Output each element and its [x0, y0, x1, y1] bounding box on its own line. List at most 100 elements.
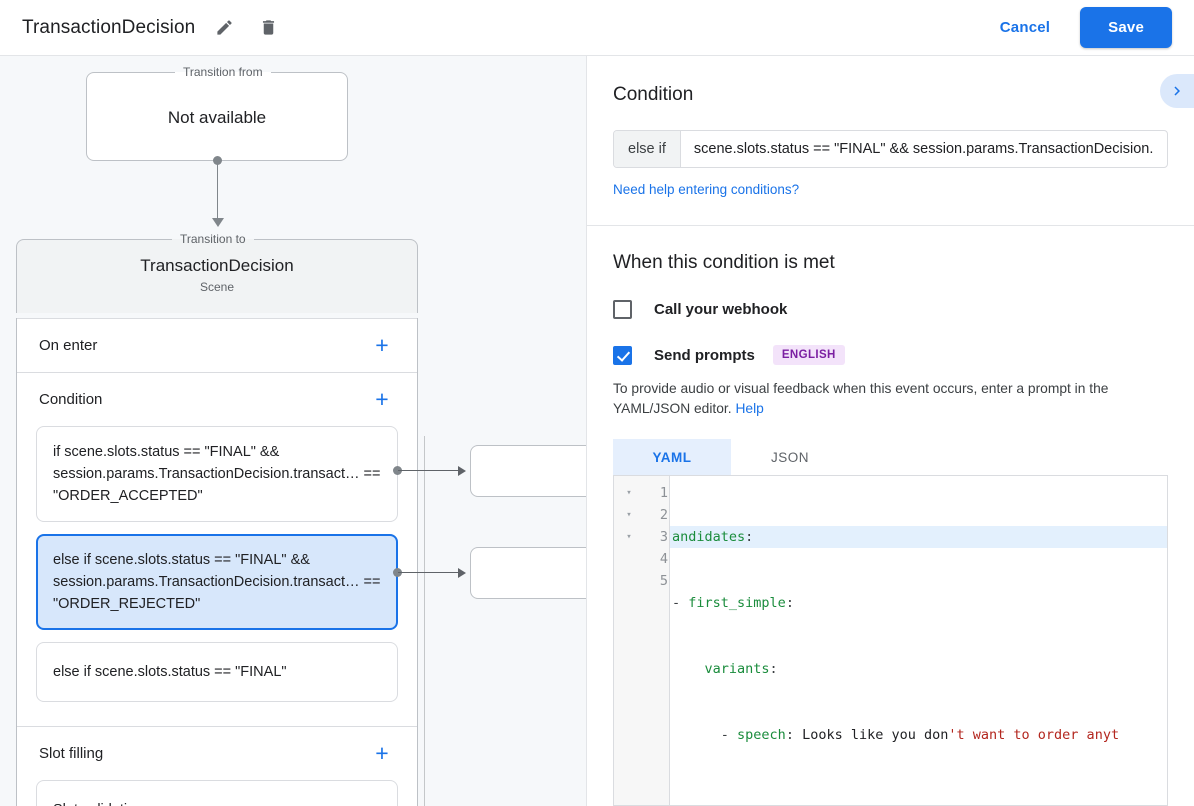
slot-filling-card-list: Slot validation: [17, 780, 417, 806]
call-webhook-label: Call your webhook: [654, 301, 788, 318]
yaml-code-editor[interactable]: ▾ ▾ ▾ 1 2 3 4 5 andidates: - first_simpl…: [613, 476, 1168, 806]
add-slot-filling-icon[interactable]: +: [375, 740, 389, 766]
code-punc: :: [785, 727, 803, 743]
code-key: andidates: [672, 529, 746, 545]
transition-to-box: Transition to TransactionDecision Scene: [16, 232, 418, 313]
line-number: 5: [659, 573, 668, 589]
topbar-actions: Cancel Save: [984, 7, 1172, 48]
branch-arrowhead-accepted: [458, 466, 466, 476]
line-number: 1: [659, 485, 668, 501]
target-box-accepted[interactable]: [470, 445, 586, 497]
code-line: andidates:: [670, 526, 1167, 548]
prompts-helper-sentence: To provide audio or visual feedback when…: [613, 381, 1109, 416]
scene-type: Scene: [199, 280, 235, 294]
section-slot-filling-label: Slot filling: [39, 745, 104, 762]
scene-name: TransactionDecision: [140, 256, 294, 275]
code-punc: :: [785, 595, 794, 611]
fold-gutter: ▾ ▾ ▾: [614, 476, 644, 805]
prompts-helper-text: To provide audio or visual feedback when…: [613, 379, 1168, 419]
code-plain: Looks like you don: [802, 727, 949, 743]
code-key: speech: [737, 727, 786, 743]
send-prompts-checkbox[interactable]: [613, 345, 632, 365]
line-number-gutter: 1 2 3 4 5: [644, 476, 670, 805]
slot-validation-card[interactable]: Slot validation: [36, 780, 398, 806]
condition-card-list: if scene.slots.status == "FINAL" && sess…: [17, 426, 417, 726]
when-condition-met-section: When this condition is met Call your web…: [587, 226, 1194, 806]
pencil-icon-glyph: [217, 20, 232, 35]
send-prompts-label: Send prompts: [654, 346, 755, 364]
code-indent: -: [672, 727, 738, 743]
save-button[interactable]: Save: [1080, 7, 1172, 48]
condition-card-selected[interactable]: else if scene.slots.status == "FINAL" &&…: [36, 534, 398, 630]
tab-yaml[interactable]: YAML: [613, 439, 731, 475]
condition-heading: Condition: [613, 84, 694, 105]
chevron-right-icon[interactable]: [1160, 74, 1194, 108]
code-line: - speech: Looks like you don't want to o…: [670, 724, 1167, 746]
line-number: 3: [659, 529, 668, 545]
trash-icon-glyph: [262, 20, 274, 35]
section-condition[interactable]: Condition +: [17, 372, 417, 426]
section-condition-label: Condition: [39, 391, 103, 408]
target-box-rejected[interactable]: [470, 547, 586, 599]
connector-arrowhead: [212, 218, 224, 227]
webhook-row[interactable]: Call your webhook: [613, 300, 1168, 319]
transition-to-legend: Transition to: [180, 232, 246, 246]
condition-input-group: else if: [613, 130, 1168, 168]
page-title: TransactionDecision: [22, 16, 196, 38]
editor-format-tabs: YAML JSON: [613, 439, 1168, 476]
transition-from-legend: Transition from: [183, 65, 263, 79]
call-webhook-checkbox[interactable]: [613, 300, 632, 319]
chevron-right-icon-glyph: [1174, 86, 1180, 96]
code-punc: :: [769, 661, 778, 677]
branch-dot-rejected: [393, 568, 402, 577]
add-on-enter-icon[interactable]: +: [375, 332, 389, 358]
code-indent: -: [672, 595, 689, 611]
branch-arrow-accepted: [398, 470, 460, 471]
condition-card[interactable]: if scene.slots.status == "FINAL" && sess…: [36, 426, 398, 522]
fold-toggle[interactable]: ▾: [626, 532, 632, 542]
condition-help-link[interactable]: Need help entering conditions?: [613, 182, 800, 197]
fold-toggle[interactable]: ▾: [626, 488, 632, 498]
branch-arrow-rejected: [398, 572, 460, 573]
line-number: 2: [659, 507, 668, 523]
fold-toggle: [614, 570, 644, 592]
code-line: [670, 790, 1167, 805]
section-on-enter-label: On enter: [39, 337, 98, 354]
condition-input[interactable]: [680, 131, 1167, 167]
code-key: variants: [704, 661, 770, 677]
code-string: 't want to order anyt: [948, 727, 1120, 743]
add-condition-icon[interactable]: +: [375, 386, 389, 412]
branch-arrowhead-rejected: [458, 568, 466, 578]
branch-dot-accepted: [393, 466, 402, 475]
fold-toggle: [614, 548, 644, 570]
line-number: 4: [659, 551, 668, 567]
section-on-enter[interactable]: On enter +: [17, 318, 417, 372]
condition-card[interactable]: else if scene.slots.status == "FINAL": [36, 642, 398, 702]
code-line: - first_simple:: [670, 592, 1167, 614]
transition-from-box: Transition from Not available: [86, 65, 348, 161]
code-text-area[interactable]: andidates: - first_simple: variants: - s…: [670, 476, 1167, 805]
transition-from-value: Not available: [167, 108, 267, 127]
scene-sections-list: On enter + Condition + if scene.slots.st…: [16, 318, 418, 806]
cancel-button[interactable]: Cancel: [984, 10, 1066, 45]
code-punc: :: [745, 529, 754, 545]
fold-toggle[interactable]: ▾: [626, 510, 632, 520]
tab-json[interactable]: JSON: [770, 450, 809, 465]
send-prompts-row[interactable]: Send prompts ENGLISH: [613, 345, 1168, 365]
condition-section: Condition else if Need help entering con…: [587, 56, 1194, 226]
top-app-bar: TransactionDecision Cancel Save: [0, 0, 1194, 56]
code-indent: [672, 661, 705, 677]
code-key: first_simple: [688, 595, 786, 611]
branch-rail: [424, 436, 425, 806]
condition-prefix-label: else if: [614, 131, 681, 167]
pencil-icon[interactable]: [209, 13, 239, 43]
condition-details-panel: Condition else if Need help entering con…: [586, 56, 1194, 806]
code-line: variants:: [670, 658, 1167, 680]
connector-line: [217, 160, 218, 222]
scene-flow-canvas: Transition from Not available Transition…: [0, 56, 586, 806]
section-slot-filling[interactable]: Slot filling +: [17, 726, 417, 780]
prompts-help-link[interactable]: Help: [735, 401, 764, 416]
when-condition-met-heading: When this condition is met: [613, 252, 835, 273]
trash-icon[interactable]: [253, 13, 283, 43]
language-badge: ENGLISH: [772, 345, 845, 365]
